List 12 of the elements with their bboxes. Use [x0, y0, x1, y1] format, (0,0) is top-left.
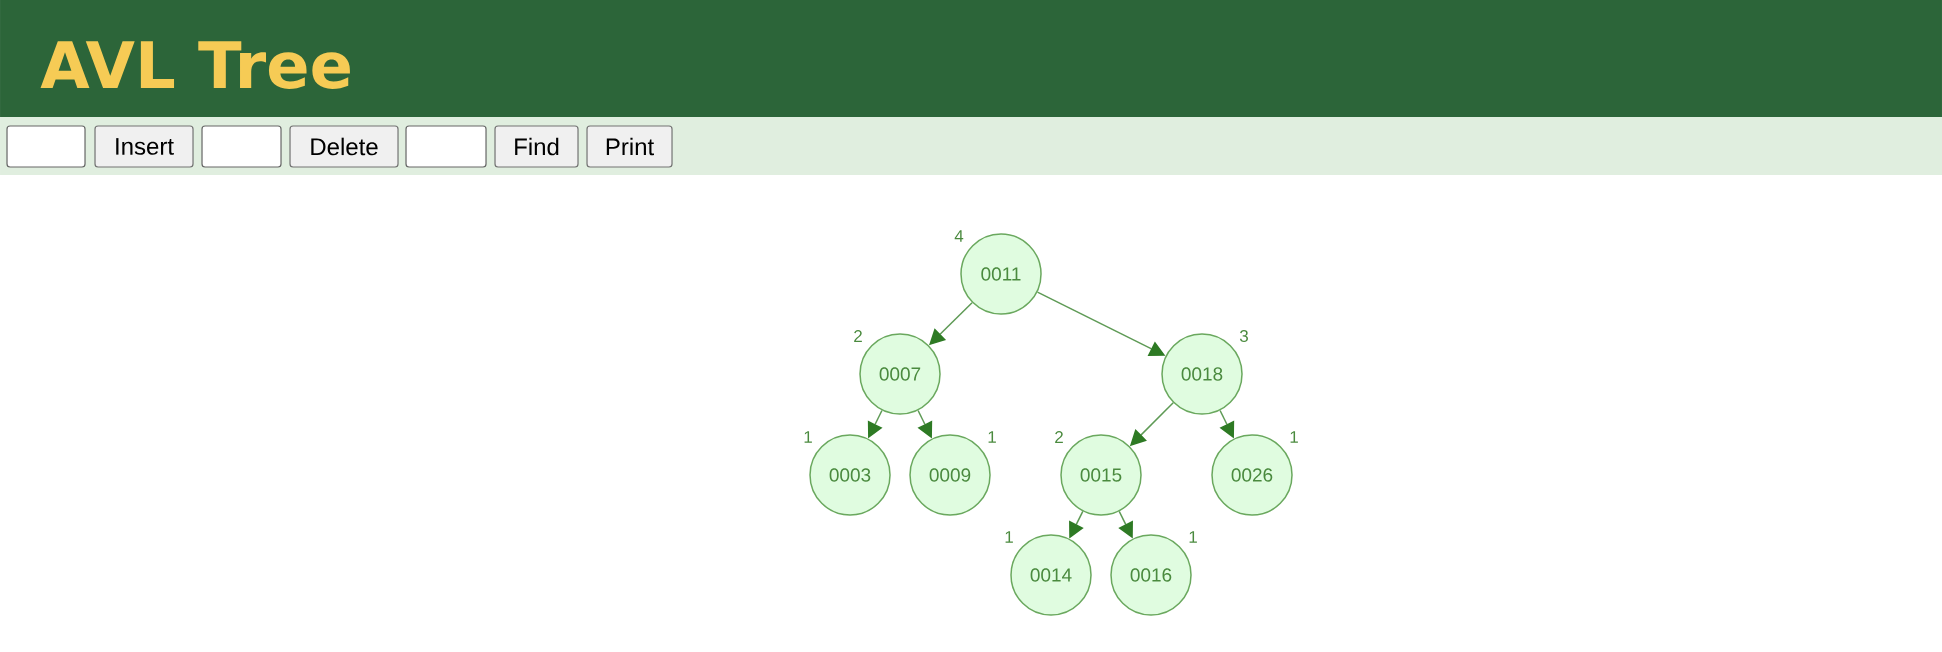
height-label: 1 — [988, 431, 996, 443]
height-label: 1 — [804, 431, 812, 443]
height-label: 2 — [854, 330, 862, 342]
height-label: 1 — [1005, 531, 1013, 543]
button: Insert — [94, 125, 194, 168]
button: Print — [586, 125, 673, 168]
button: Delete — [289, 125, 399, 168]
height-label: 2 — [1055, 431, 1063, 443]
height-label: 1 — [1189, 531, 1197, 543]
page-title: AVL Tree — [40, 41, 350, 89]
height-label: 1 — [1290, 431, 1298, 443]
button: Find — [494, 125, 579, 168]
